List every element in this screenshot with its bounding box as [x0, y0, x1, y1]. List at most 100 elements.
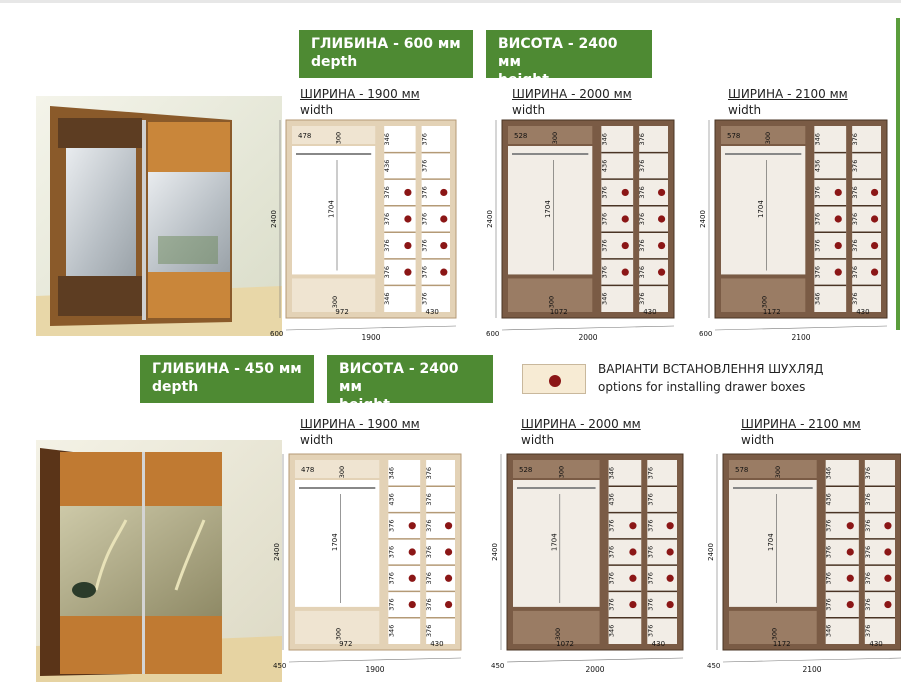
shelf-dim-label: 346: [608, 625, 616, 637]
bottom-depth-en: depth: [152, 379, 199, 395]
hanging-height-label: 1704: [328, 200, 336, 218]
shelf-dim-label: 376: [608, 572, 616, 584]
shelf-dim-label: 346: [825, 467, 833, 479]
wardrobe-photo-decor: [36, 440, 282, 682]
drawer-dot-icon: [444, 574, 453, 582]
drawer-dot-icon: [834, 215, 842, 223]
shelf-dim-label: 376: [638, 160, 646, 172]
hanging-compartment: [508, 146, 593, 275]
wardrobe-diagram-bottom-2: 3464363763763763763463763763763763763763…: [491, 453, 684, 674]
drawer-dot-icon: [657, 215, 666, 223]
shelf-dim-label: 376: [600, 213, 608, 225]
hanging-height-label: 1704: [544, 200, 552, 218]
bottom-shelf-height-label: 300: [548, 296, 556, 308]
drawer-dot-icon: [404, 268, 412, 276]
drawer-dot-icon: [621, 188, 629, 197]
shelf-dim-label: 376: [425, 493, 433, 505]
depth-label: 450: [707, 662, 720, 670]
legend-swatch: [522, 364, 586, 394]
shelf-dim-label: 376: [421, 293, 429, 305]
drawer-dot-icon: [884, 574, 892, 582]
top-shelf-height-label: 300: [338, 466, 346, 478]
wardrobe-diagram-bottom-3: 3464363763763763763463763763763763763763…: [707, 453, 901, 674]
shelf-dim-label: 376: [425, 598, 433, 610]
shelf-dim-label: 376: [851, 293, 859, 305]
top-shelf: [508, 126, 593, 144]
bottom-shelf: [729, 610, 817, 644]
drawer-dot-icon: [621, 268, 629, 276]
shelf-dim-label: 376: [421, 266, 429, 278]
shelf-dim-label: 376: [421, 239, 429, 251]
drawer-dot-icon: [629, 548, 637, 556]
total-width-label: 2000: [578, 333, 597, 342]
drawer-dot-icon: [834, 188, 842, 197]
shelf-dim-label: 436: [813, 160, 821, 172]
shelf-dim-label: 376: [825, 572, 833, 584]
shelf-dim-label: 376: [638, 186, 646, 198]
shelf-dim-label: 376: [425, 467, 433, 479]
bottom-depth-label: ГЛИБИНА - 450 мм: [152, 361, 302, 377]
top-shelf: [513, 460, 600, 478]
depth-label: 450: [491, 662, 504, 670]
drawer-dot-icon: [846, 574, 854, 582]
left-width-label: 478: [298, 132, 311, 140]
hanging-compartment: [721, 146, 806, 275]
drawer-dot-icon: [621, 241, 629, 250]
drawer-dot-icon: [408, 548, 416, 556]
top-shelf: [292, 126, 376, 144]
shelf-dim-label: 376: [425, 625, 433, 637]
top-shelf-height-label: 300: [551, 132, 559, 144]
total-height-label: 2400: [699, 210, 707, 228]
drawer-dot-icon: [444, 522, 453, 530]
drawer-dot-icon: [884, 600, 892, 609]
shelf-dim-label: 346: [387, 467, 395, 479]
shelf-dim-label: 376: [646, 572, 654, 584]
bottom-shelf-height-label: 300: [554, 628, 562, 640]
total-height-label: 2400: [273, 543, 281, 561]
bottom-shelf-height-label: 300: [331, 296, 339, 308]
shelf-dim-label: 376: [387, 572, 395, 584]
total-width-label: 1900: [365, 665, 384, 674]
left-width-label: 528: [514, 132, 527, 140]
bottom-shelf: [513, 610, 600, 644]
shelf-dim-label: 376: [851, 266, 859, 278]
drawer-dot-icon: [846, 548, 854, 556]
width-dim-line: [722, 657, 901, 663]
hanging-compartment: [729, 480, 817, 607]
shelf-dim-label: 376: [646, 598, 654, 610]
middle-width-label: 1172: [773, 640, 791, 648]
drawer-dot-icon: [846, 600, 854, 609]
shelf-dim-label: 376: [608, 598, 616, 610]
top-height-label: ВИСОТА - 2400 мм: [498, 36, 618, 70]
top-shelf: [721, 126, 806, 144]
total-width-label: 2100: [802, 665, 821, 674]
total-height-label: 2400: [491, 543, 499, 561]
drawer-dot-icon: [870, 241, 879, 250]
bottom-shelf: [295, 610, 380, 644]
drawer-dot-icon: [629, 600, 637, 609]
shelf-dim-label: 376: [638, 293, 646, 305]
shelf-dim-label: 376: [646, 467, 654, 479]
bottom-shelf-height-label: 300: [761, 296, 769, 308]
drawer-dot-icon: [621, 215, 629, 223]
drawer-dot-icon: [870, 268, 879, 276]
shelf-dim-label: 376: [851, 133, 859, 145]
bottom-shelf: [292, 278, 376, 312]
shelf-dim-label: 376: [387, 520, 395, 532]
hanging-height-label: 1704: [757, 200, 765, 218]
shelf-dim-label: 376: [864, 467, 872, 479]
drawer-dot-icon: [666, 600, 674, 609]
shelf-dim-label: 436: [600, 160, 608, 172]
shelf-dim-label: 376: [864, 625, 872, 637]
drawer-dot-icon: [440, 215, 448, 223]
shelf-dim-label: 376: [383, 239, 391, 251]
shelf-dim-label: 376: [813, 266, 821, 278]
drawer-dot-icon: [629, 522, 637, 530]
bottom-shelf-height-label: 300: [335, 628, 343, 640]
total-height-label: 2400: [486, 210, 494, 228]
shelf-dim-label: 376: [421, 160, 429, 172]
shelf-dim-label: 376: [600, 186, 608, 198]
wardrobe-diagram-bottom-1: 3464363763763763763463763763763763763763…: [273, 453, 462, 674]
shelf-dim-label: 346: [383, 293, 391, 305]
